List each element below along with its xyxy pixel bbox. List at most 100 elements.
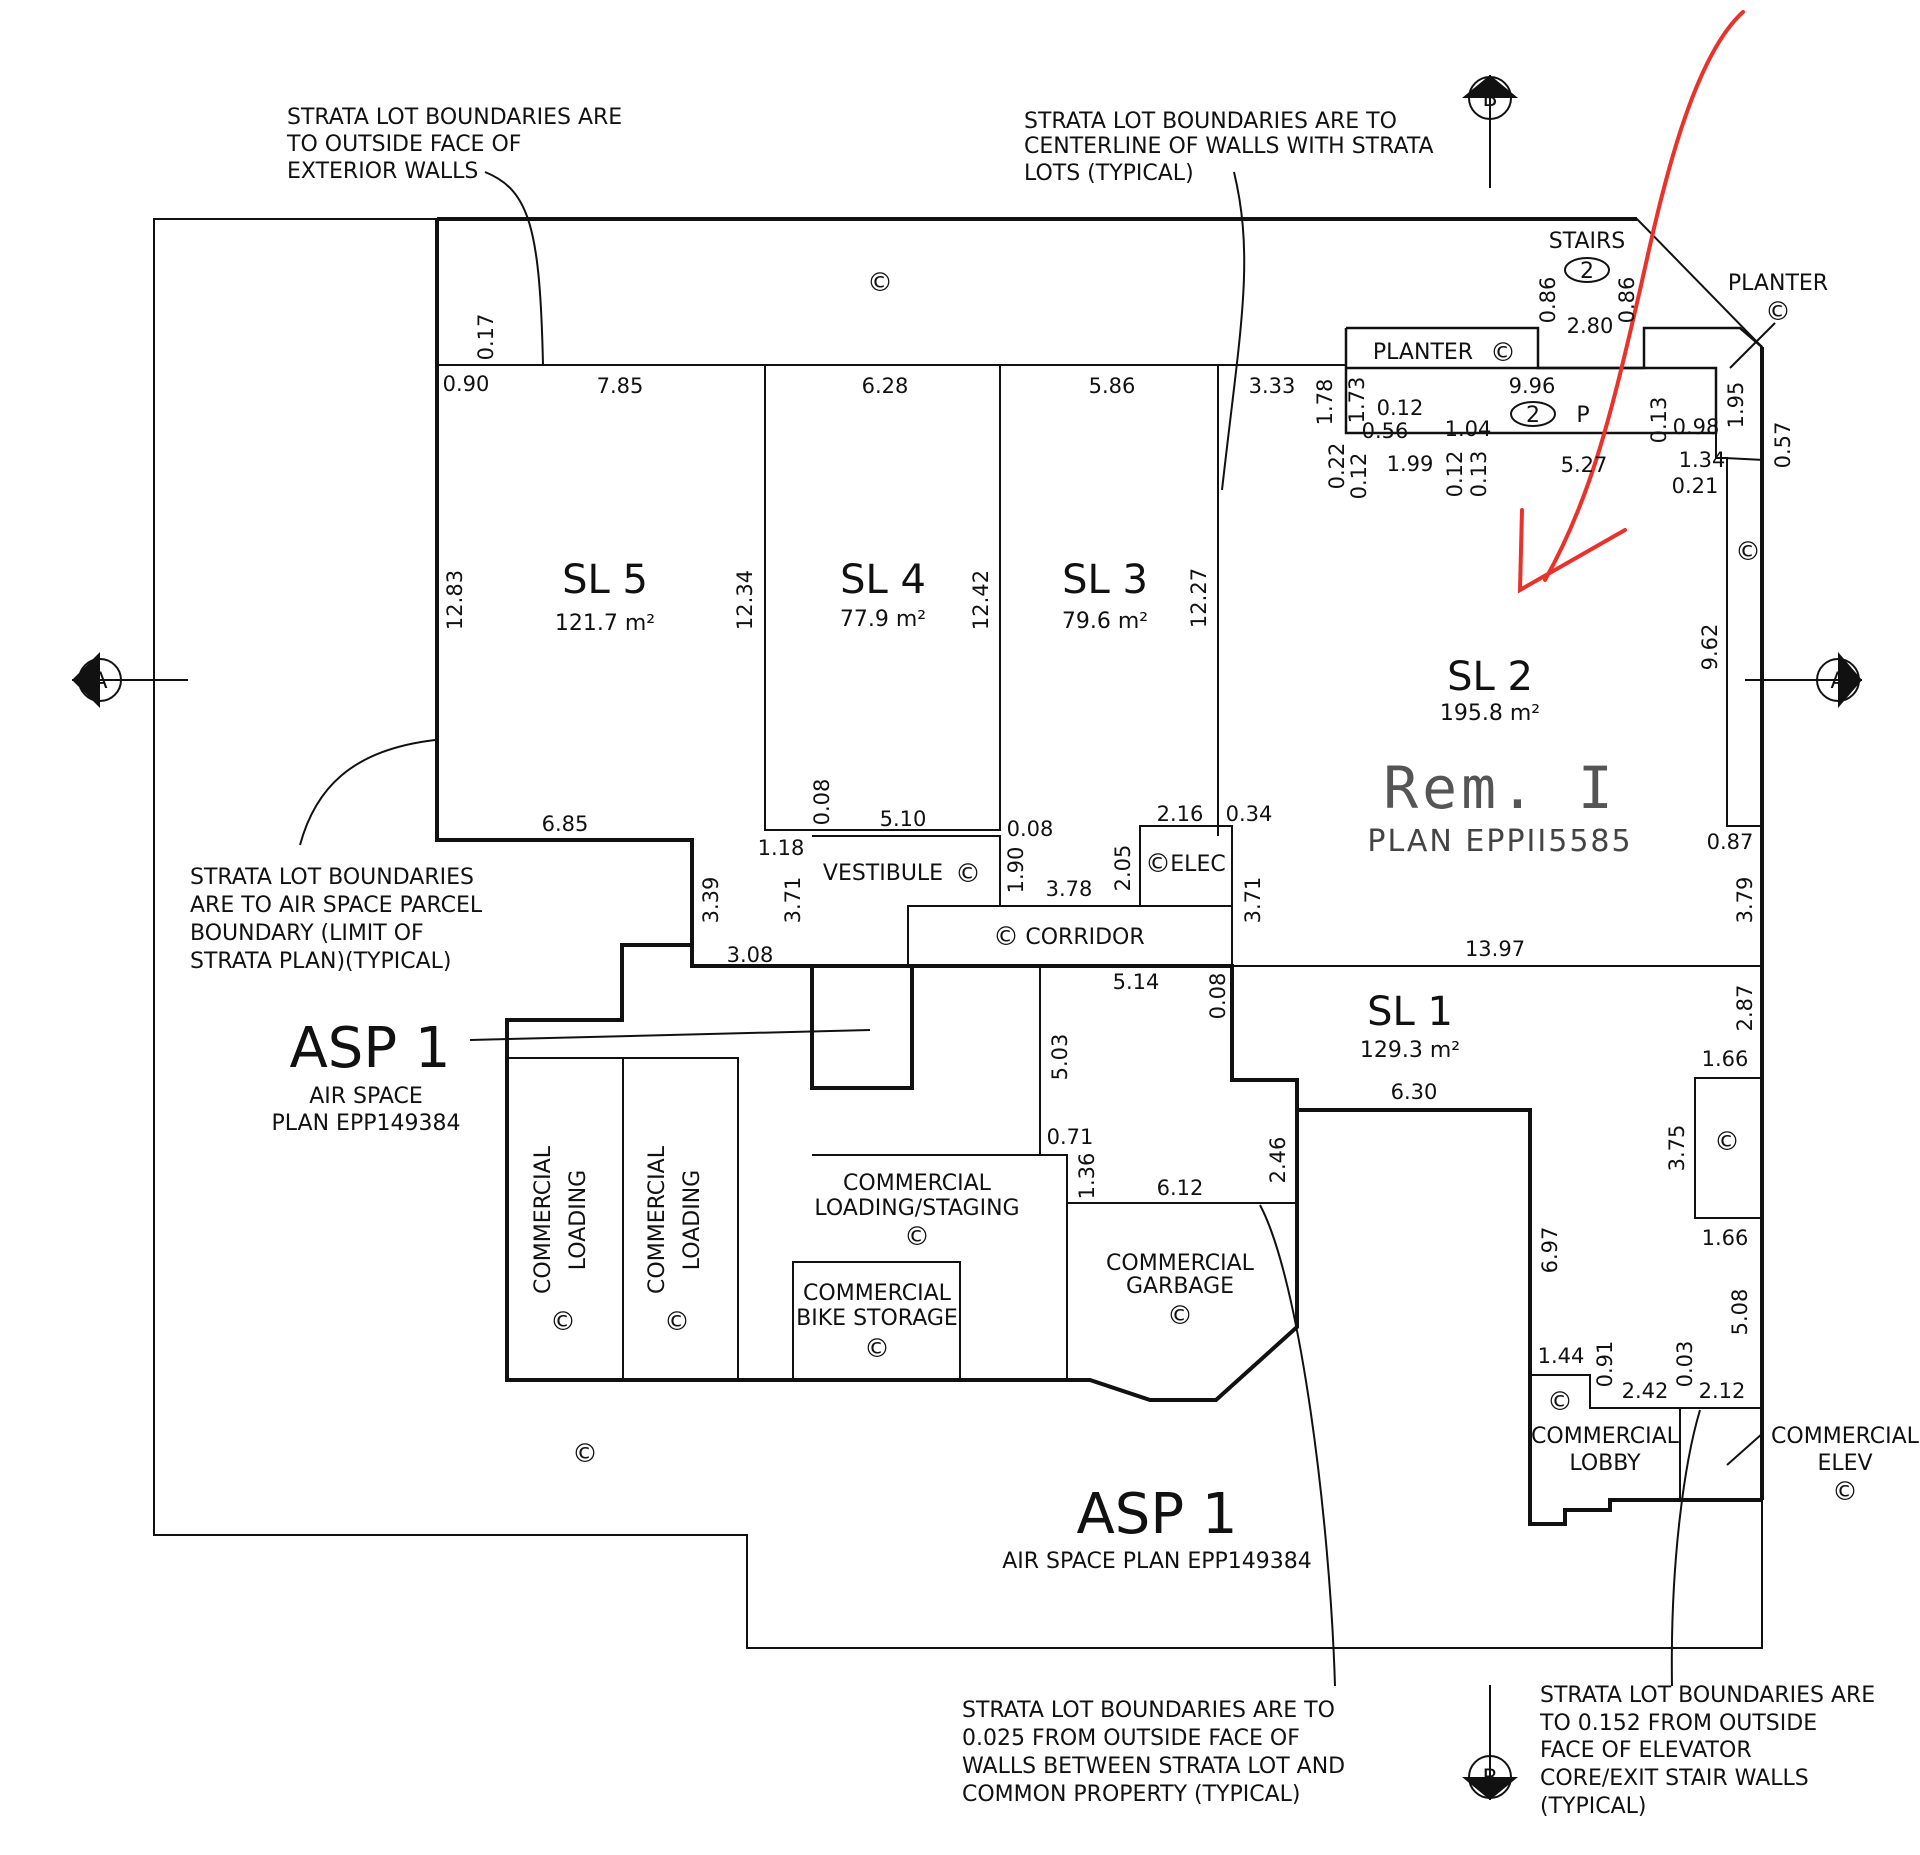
dim-996: 9.96 xyxy=(1509,374,1556,398)
dim-013b: 0.13 xyxy=(1467,451,1491,498)
loading-2-label-a: COMMERCIAL xyxy=(645,1145,670,1294)
note-elevator-line2: TO 0.152 FROM OUTSIDE xyxy=(1539,1711,1817,1736)
dim-136: 1.36 xyxy=(1075,1153,1099,1200)
staging-cp: © xyxy=(904,1222,930,1252)
dim-091: 0.91 xyxy=(1593,1341,1617,1388)
garbage-label-b: GARBAGE xyxy=(1126,1274,1234,1299)
planter-east-label: PLANTER xyxy=(1728,271,1828,296)
parking-label: P xyxy=(1576,403,1589,428)
remainder-plan: PLAN EPPII5585 xyxy=(1367,824,1632,859)
dim-022: 0.22 xyxy=(1325,443,1349,490)
dim-586: 5.86 xyxy=(1089,374,1136,398)
sl1-east-block xyxy=(1297,1108,1762,1526)
dim-371b: 3.71 xyxy=(1241,877,1265,924)
dim-057: 0.57 xyxy=(1771,422,1795,469)
section-marker-a-left: A xyxy=(72,652,188,708)
dim-242: 2.42 xyxy=(1622,1379,1669,1403)
note-air-space-line4: STRATA PLAN)(TYPICAL) xyxy=(190,949,452,974)
lot-sl3-label: SL 3 xyxy=(1062,557,1148,603)
elec-cp: © xyxy=(1145,849,1171,879)
asp-left-sub1: AIR SPACE xyxy=(309,1084,423,1109)
elev-label-b: ELEV xyxy=(1817,1451,1872,1476)
dim-1283: 12.83 xyxy=(443,570,467,630)
dim-056: 0.56 xyxy=(1362,419,1409,443)
dim-086a: 0.86 xyxy=(1536,277,1560,324)
lot-sl4-area: 77.9 m² xyxy=(840,607,926,632)
remainder-label: Rem. I xyxy=(1383,754,1617,822)
dim-375: 3.75 xyxy=(1665,1125,1689,1172)
sl5-sl4-divider xyxy=(764,365,1001,831)
dim-190: 1.90 xyxy=(1004,847,1028,894)
corridor-label: CORRIDOR xyxy=(1025,925,1144,950)
dim-339: 3.39 xyxy=(699,877,723,924)
dim-008a: 0.08 xyxy=(810,779,834,826)
dim-628: 6.28 xyxy=(862,374,909,398)
lot-sl1-area: 129.3 m² xyxy=(1360,1038,1460,1063)
lobby-cp: © xyxy=(1547,1387,1573,1417)
vestibule-cp: © xyxy=(955,859,981,889)
dim-086b: 0.86 xyxy=(1615,277,1639,324)
section-label-a-right: A xyxy=(1830,669,1845,694)
bike-label-a: COMMERCIAL xyxy=(803,1281,952,1306)
common-property-east-notch: © xyxy=(1714,1127,1740,1157)
note-elevator-line3: FACE OF ELEVATOR xyxy=(1540,1738,1752,1763)
dim-205: 2.05 xyxy=(1111,845,1135,892)
note-air-space-line2: ARE TO AIR SPACE PARCEL xyxy=(190,893,483,918)
leader-commercial-elev xyxy=(1726,1432,1764,1466)
dim-178: 1.78 xyxy=(1313,379,1337,426)
planter-cp-symbol: © xyxy=(1490,338,1516,368)
stairs-number-oval xyxy=(1564,257,1610,283)
dim-012b: 0.12 xyxy=(1347,453,1371,500)
lobby-label-a: COMMERCIAL xyxy=(1531,1424,1680,1449)
note-centerline: STRATA LOT BOUNDARIES ARE TO CENTERLINE … xyxy=(1024,109,1441,186)
dim-199: 1.99 xyxy=(1387,452,1434,476)
dim-785: 7.85 xyxy=(597,374,644,398)
leader-common-property xyxy=(1259,1204,1336,1687)
dim-071: 0.71 xyxy=(1047,1125,1094,1149)
asp-inner-box xyxy=(810,964,914,1090)
dim-034: 0.34 xyxy=(1226,802,1273,826)
section-marker-b-bottom: B xyxy=(1462,1685,1518,1800)
note-common-property: STRATA LOT BOUNDARIES ARE TO 0.025 FROM … xyxy=(962,1698,1352,1807)
corridor-cp: © xyxy=(993,922,1019,952)
garbage-cp: © xyxy=(1167,1301,1193,1331)
asp-left-sub2: PLAN EPP149384 xyxy=(272,1111,461,1136)
building-outline xyxy=(435,219,1299,1402)
dim-1242: 12.42 xyxy=(969,570,993,630)
loading-1-cp: © xyxy=(550,1307,576,1337)
note-exterior-walls-line2: TO OUTSIDE FACE OF xyxy=(286,132,521,157)
lobby-box xyxy=(1530,1374,1762,1500)
dim-1234: 12.34 xyxy=(733,570,757,630)
stair-line xyxy=(1537,328,1645,368)
dim-166a: 1.66 xyxy=(1702,1047,1749,1071)
note-exterior-walls-line1: STRATA LOT BOUNDARIES ARE xyxy=(287,105,622,130)
lot-sl5-label: SL 5 xyxy=(562,557,648,603)
section-marker-b-top: B xyxy=(1462,75,1518,188)
dim-308: 3.08 xyxy=(727,943,774,967)
sl1-east-notch xyxy=(1694,1077,1762,1219)
dim-166b: 1.66 xyxy=(1702,1226,1749,1250)
lobby-label-b: LOBBY xyxy=(1569,1451,1641,1476)
note-centerline-line1: STRATA LOT BOUNDARIES ARE TO xyxy=(1024,109,1397,134)
staging-label-a: COMMERCIAL xyxy=(843,1171,992,1196)
note-common-line3: WALLS BETWEEN STRATA LOT AND xyxy=(962,1754,1345,1779)
parking-number: 2 xyxy=(1526,403,1540,428)
note-air-space-line3: BOUNDARY (LIMIT OF xyxy=(190,921,424,946)
dim-510: 5.10 xyxy=(880,807,927,831)
planter-east-cp: © xyxy=(1765,297,1791,327)
section-label-a-left: A xyxy=(92,669,107,694)
stairs-number: 2 xyxy=(1580,259,1594,284)
section-label-b-bottom: B xyxy=(1482,1766,1497,1791)
dim-118: 1.18 xyxy=(758,836,805,860)
dim-008b: 0.08 xyxy=(1007,817,1054,841)
dim-087: 0.87 xyxy=(1707,830,1754,854)
note-exterior-walls: STRATA LOT BOUNDARIES ARE TO OUTSIDE FAC… xyxy=(286,105,629,184)
note-elevator-line1: STRATA LOT BOUNDARIES ARE xyxy=(1540,1683,1875,1708)
dim-144: 1.44 xyxy=(1538,1344,1585,1368)
sl2-east-edge xyxy=(1715,433,1762,827)
dim-003: 0.03 xyxy=(1673,1341,1697,1388)
dim-013a: 0.13 xyxy=(1647,397,1671,444)
dim-021: 0.21 xyxy=(1672,474,1719,498)
loading-2-cp: © xyxy=(664,1307,690,1337)
